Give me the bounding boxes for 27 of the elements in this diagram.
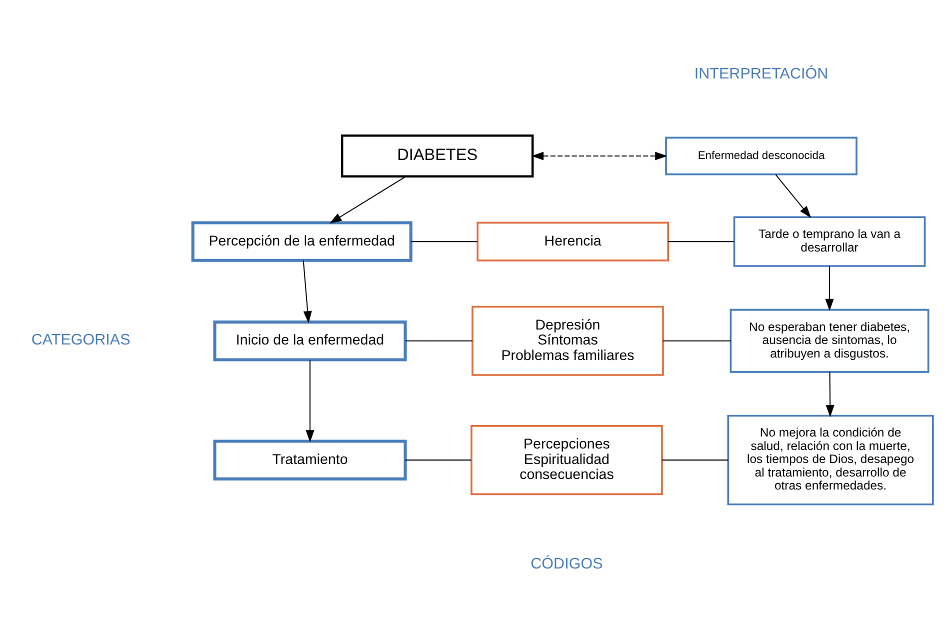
arrow <box>329 175 406 223</box>
node-box: Herencia <box>476 221 668 261</box>
connector <box>410 240 477 242</box>
node-box: No esperaban tener diabetes, ausencia de sintomas, lo atribuyen a disgustos. <box>729 308 929 372</box>
arrow <box>824 266 834 311</box>
arrow <box>530 151 667 160</box>
connector <box>662 459 728 460</box>
arrow <box>825 372 834 417</box>
node-box: Inicio de la enfermedad <box>212 320 406 361</box>
node-box: Depresión Síntomas Problemas familiares <box>471 305 664 376</box>
connector <box>405 340 472 341</box>
connector <box>662 340 730 341</box>
node-box: Tratamiento <box>212 439 406 480</box>
label: INTERPRETACIÓN <box>694 65 828 82</box>
node-box: No mejora la condición de salud, relación con la muerte, los tiempos de Dios, desapego al tratamiento, desarrollo de otras enfermedades. <box>726 414 934 505</box>
arrow <box>305 360 314 442</box>
connector <box>668 240 734 242</box>
label: CÓDIGOS <box>530 555 602 572</box>
node-box: Enfermedad desconocida <box>664 136 857 175</box>
label: CATEGORIAS <box>30 330 130 348</box>
arrow <box>774 174 811 218</box>
node-box: Tarde o temprano la van a desarrollar <box>732 216 926 266</box>
node-box: Percepciones Espiritualidad consecuencias <box>470 424 662 495</box>
arrow <box>302 260 312 323</box>
node-box: DIABETES <box>340 134 534 177</box>
connector <box>404 459 471 460</box>
node-box: Percepción de la enfermedad <box>190 220 412 262</box>
